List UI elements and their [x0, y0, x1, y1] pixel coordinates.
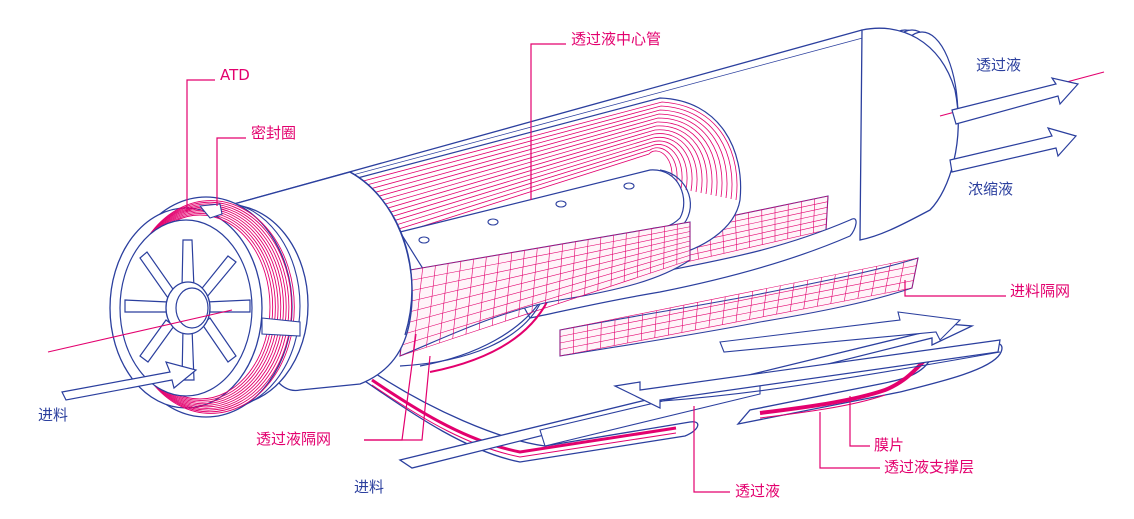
mesh-line: [399, 259, 691, 357]
label-feed-in-left: 进料: [38, 406, 69, 424]
label-feed-spacer: 进料隔网: [1010, 282, 1071, 300]
winding-line: [362, 129, 703, 216]
winding-line: [365, 136, 693, 225]
mesh-line: [559, 280, 914, 350]
mesh-line: [409, 221, 691, 271]
label-permeate-spacer: 透过液隔网: [256, 430, 332, 448]
permeate-out-arrow: [951, 77, 1080, 125]
winding-line: [354, 109, 728, 199]
leader-lines: [186, 43, 1006, 493]
leader-permeate-spacer-2: [364, 355, 431, 441]
center-axis-left: [47, 309, 233, 353]
label-concentrate-out: 浓缩液: [968, 180, 1014, 198]
winding-line: [353, 105, 733, 200]
leader-seal: [216, 137, 246, 206]
feed-in-arrow-left: [61, 361, 198, 401]
label-permeate-tube: 透过液中心管: [571, 30, 662, 48]
mesh-line: [559, 265, 917, 337]
label-seal-ring: 密封圈: [251, 124, 297, 142]
leader-atd: [186, 79, 215, 212]
end-cap-atd: [109, 196, 309, 418]
label-permeate-support: 透过液支撑层: [884, 458, 975, 476]
leader-permeate-bottom: [693, 406, 730, 493]
mesh-line: [401, 254, 691, 346]
mesh-line: [403, 245, 691, 325]
leader-permeate-tube: [530, 43, 566, 200]
mesh-line: [559, 257, 919, 331]
leader-feed-spacer: [904, 280, 1006, 297]
mesh-line: [407, 231, 691, 292]
permeate-spacer-mesh: [399, 221, 691, 367]
label-permeate-out: 透过液: [976, 56, 1022, 74]
winding-line: [366, 140, 688, 230]
lower-envelope: [350, 369, 699, 463]
winding-line: [357, 117, 718, 203]
leader-membrane: [849, 396, 870, 447]
mesh-line: [402, 250, 691, 335]
winding-line: [351, 101, 738, 201]
winding-line: [363, 133, 698, 221]
label-permeate-bottom: 透过液: [735, 482, 781, 500]
lower-feed-spacer: [559, 257, 919, 357]
winding-line: [360, 125, 708, 212]
label-feed-in-bottom: 进料: [354, 478, 385, 496]
permeate-return-arrow: [613, 339, 1001, 409]
mesh-line: [559, 287, 913, 357]
mesh-line: [559, 272, 916, 344]
mesh-line: [404, 240, 691, 314]
feed-mid-arrow: [719, 311, 962, 353]
winding-line: [359, 121, 713, 207]
label-atd: ATD: [220, 66, 250, 84]
label-membrane: 膜片: [874, 436, 905, 454]
winding-line: [356, 113, 723, 198]
concentrate-out-arrow: [949, 127, 1078, 173]
mesh-line: [406, 235, 691, 303]
leader-support: [819, 412, 880, 469]
winding-line: [368, 144, 683, 234]
mesh-line: [408, 226, 691, 282]
